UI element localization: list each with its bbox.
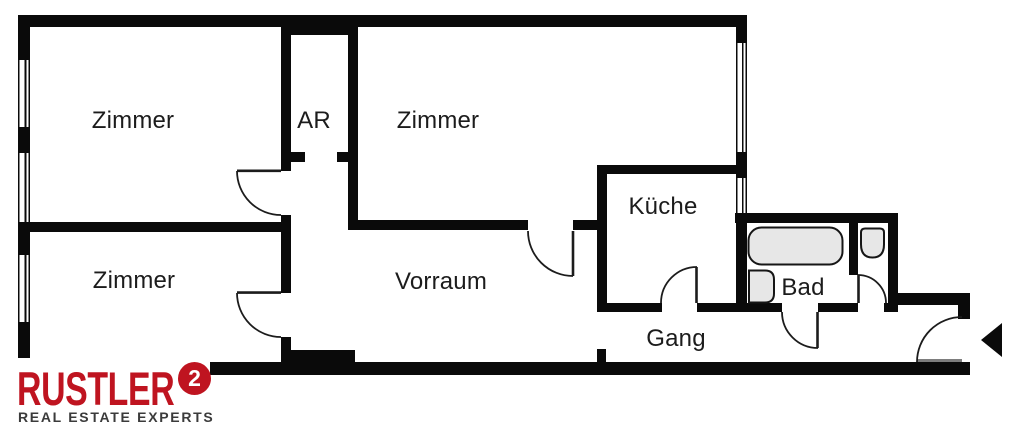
wall-left-seg-1 [18,15,30,60]
wall-kueche-bottom-left [597,303,662,312]
wall-zimmer3-vorraum-divider [281,233,291,293]
room-label-kueche: Küche [628,193,698,220]
wall-bottom-step-block [281,350,355,362]
wall-zimmer1-divider [281,35,291,171]
wall-left-seg-4 [18,322,30,358]
room-label-ar: AR [297,107,331,134]
wall-bad-left [736,223,747,312]
wall-zimmer1-door-stub [281,215,291,233]
window-right-2 [736,178,747,213]
window-right-1 [736,43,747,153]
room-label-zimmer-top-right: Zimmer [396,107,480,134]
logo-superscript-badge: 2 [178,362,211,395]
wall-ar-stub-left [281,152,305,162]
wall-right-seg-2 [736,152,747,178]
wall-gang-stub [597,349,606,362]
wall-right-seg-1 [736,15,747,43]
wall-zimmer2-bottom [358,220,528,230]
wall-zimmer2-bottom-stub [573,220,607,230]
entrance-arrow-icon [981,323,1002,357]
room-label-zimmer-bottom-left: Zimmer [92,267,176,294]
entrance-door [916,316,963,363]
wall-bad-top [735,213,898,223]
window-left-1 [18,60,30,127]
logo-brand-text: RUSTLER [17,362,175,415]
logo-superscript-digit: 2 [188,365,201,391]
wall-ar-top-block [281,15,358,35]
wall-kueche-left [597,165,607,312]
bad-door [781,311,819,349]
room-label-bad: Bad [781,274,825,301]
wall-kueche-top [597,165,747,174]
wall-bad-bottom-left [735,303,782,312]
kueche-door [660,266,698,304]
zimmer-bottom-left-door [236,291,282,338]
wall-left-seg-3 [18,222,30,255]
room-label-vorraum: Vorraum [394,268,488,295]
toilet [860,227,885,259]
bathtub [747,226,844,266]
room-label-zimmer-top-left: Zimmer [91,107,175,134]
window-left-2 [18,153,30,222]
washbasin [748,269,775,304]
wall-zimmer1-zimmer3-divider [30,222,281,232]
wall-wc-right [888,215,898,312]
wall-left-seg-2 [18,127,30,153]
wall-bad-bottom-mid [818,303,858,312]
bath-fixtures [747,226,885,304]
wall-bad-wc-divider [849,223,858,275]
wall-ar-stub-right [337,152,358,162]
room-label-gang: Gang [646,325,706,352]
wall-zimmer3-door-stub [281,337,291,359]
wall-gang-top-right [898,293,970,305]
wall-bottom [210,362,970,375]
rustler-logo: RUSTLER 2 REAL ESTATE EXPERTS [17,362,235,425]
wall-kueche-bottom-right [697,303,738,312]
window-left-3 [18,255,30,322]
zimmer-top-left-door [236,169,282,216]
zimmer-top-right-door [527,230,575,277]
wall-top [18,15,747,27]
wc-door [857,274,887,304]
logo-tagline: REAL ESTATE EXPERTS [18,409,215,425]
wall-entrance-jamb [958,305,970,319]
wall-ar-right [348,35,358,230]
